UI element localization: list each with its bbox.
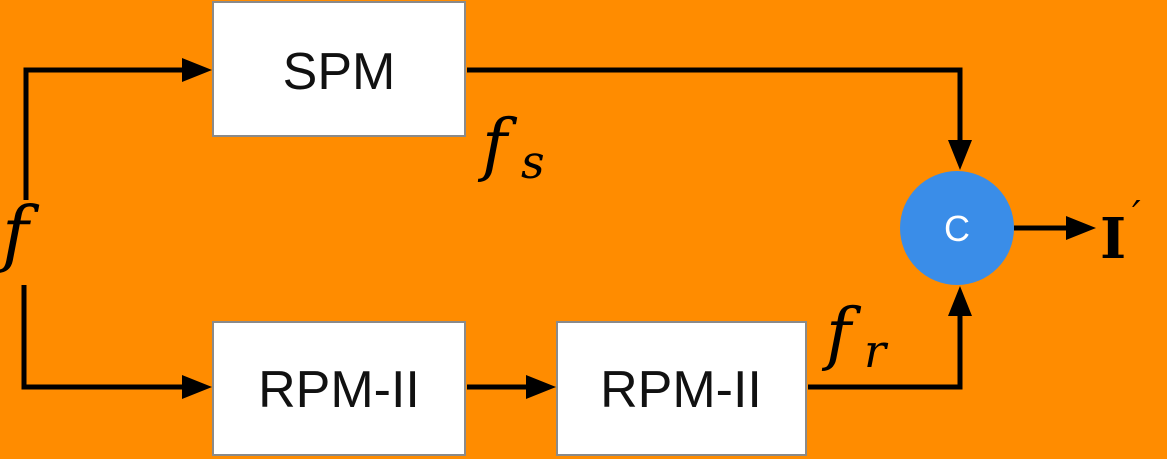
rpm-feature-symbol: f r bbox=[821, 295, 889, 378]
spm-feature-subscript: s bbox=[521, 135, 545, 189]
rpm-box-second bbox=[556, 321, 807, 456]
input-to-rpm-wire bbox=[21, 285, 185, 390]
combine-label: C bbox=[944, 208, 970, 249]
rpm-feature-base: f bbox=[821, 295, 862, 374]
spm-box bbox=[212, 1, 466, 137]
spm-to-combine-arrowhead bbox=[948, 140, 972, 170]
rpm-label-second: RPM-II bbox=[600, 361, 762, 419]
input-to-spm-wire bbox=[23, 67, 185, 200]
combine-to-output-arrowhead bbox=[1066, 216, 1096, 240]
rpm-block-second: RPM-II bbox=[556, 321, 807, 456]
rpm-to-combine-arrowhead bbox=[948, 286, 972, 316]
spm-feature-base: f bbox=[477, 106, 518, 185]
spm-to-combine-wire bbox=[467, 67, 963, 145]
combine-circle bbox=[900, 171, 1014, 285]
rpm-label-first: RPM-II bbox=[258, 361, 420, 419]
spm-feature-symbol: f s bbox=[477, 106, 545, 189]
spm-block: SPM bbox=[212, 1, 466, 137]
output-symbol: I ′ bbox=[1100, 193, 1141, 272]
input-to-rpm-arrowhead bbox=[182, 375, 212, 399]
input-symbol: f bbox=[0, 191, 40, 275]
rpm-feature-subscript: r bbox=[864, 324, 889, 378]
rpm-block-first: RPM-II bbox=[212, 321, 466, 456]
spm-label: SPM bbox=[283, 43, 396, 101]
rpm-to-rpm-arrowhead bbox=[526, 375, 556, 399]
output-prime: ′ bbox=[1132, 193, 1141, 237]
rpm-box-first bbox=[212, 321, 466, 456]
rpm-to-combine-wire bbox=[808, 312, 963, 390]
input-to-spm-arrowhead bbox=[182, 58, 212, 82]
combine-node: C bbox=[900, 171, 1014, 285]
output-base: I bbox=[1100, 206, 1126, 272]
connectors bbox=[21, 58, 1096, 399]
